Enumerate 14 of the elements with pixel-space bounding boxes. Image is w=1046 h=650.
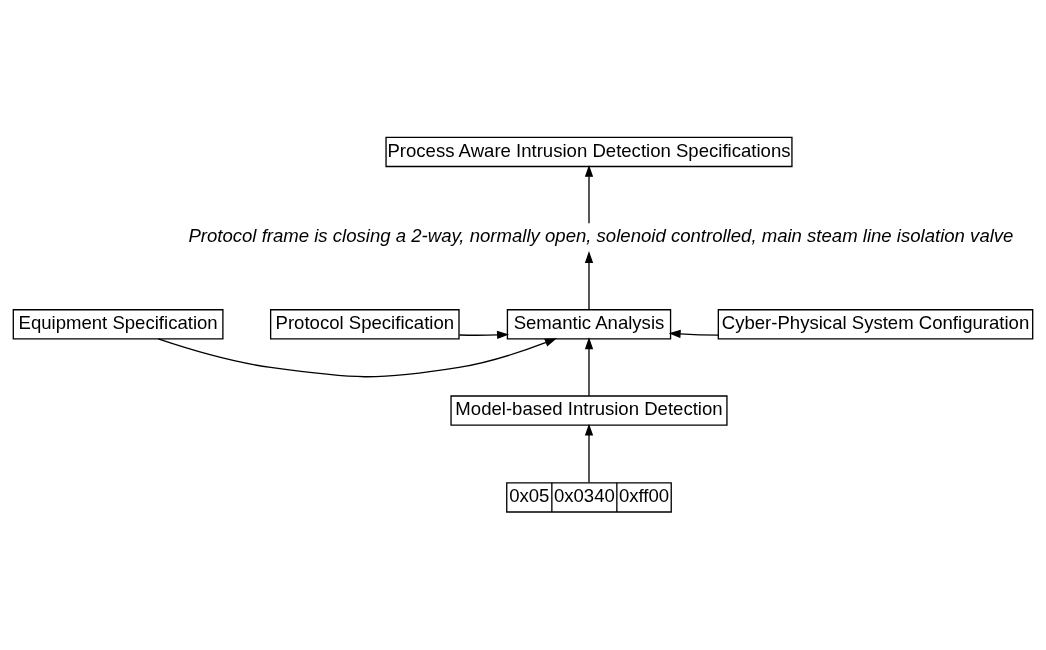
arrow (668, 329, 719, 339)
node-box: Equipment Specification (12, 309, 224, 340)
arrow (584, 251, 594, 311)
arrow (584, 164, 594, 225)
node-box: Semantic Analysis (506, 309, 672, 340)
node-text: Protocol frame is closing a 2-way, normally open, solenoid controlled, main steam line isolation valve (188, 224, 1014, 246)
node-box: Cyber-Physical System Configuration (717, 309, 1034, 340)
node-box: Protocol Specification (269, 309, 460, 340)
node-box: Process Aware Intrusion Detection Specifications (385, 136, 793, 168)
arrow (157, 338, 557, 378)
arrow (584, 423, 594, 484)
arrow (584, 337, 594, 397)
node-box: Model-based Intrusion Detection (450, 395, 728, 426)
arrow (458, 330, 509, 340)
